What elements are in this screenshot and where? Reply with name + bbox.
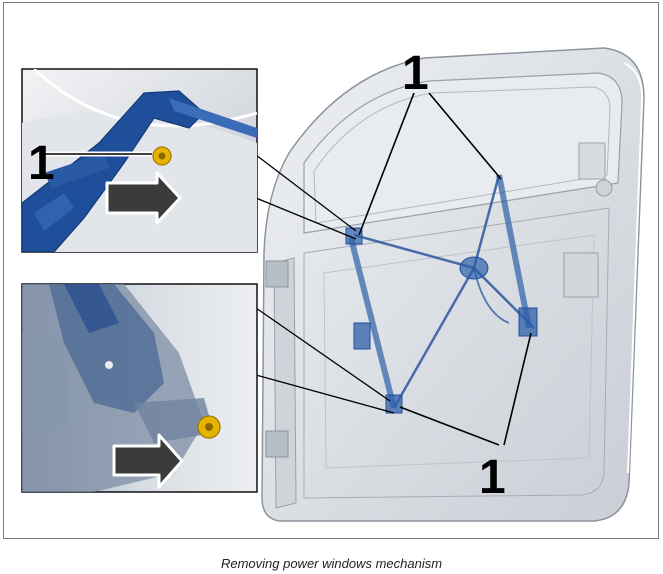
callout-label: 1 xyxy=(402,47,429,100)
removal-arrow-icon xyxy=(105,171,182,225)
figure-caption: Removing power windows mechanism xyxy=(220,556,443,571)
car-door xyxy=(261,47,645,522)
callout-label: 1 xyxy=(479,451,506,504)
inset-leader-lines xyxy=(255,154,395,414)
removal-arrow-icon xyxy=(112,433,184,489)
detail-inset-bottom xyxy=(21,283,258,493)
detail-inset-top xyxy=(21,68,258,253)
diagram-frame: 1 1 1 xyxy=(3,2,659,539)
callout-label: 1 xyxy=(28,137,55,190)
window-regulator xyxy=(345,174,538,414)
illustration: 1 1 1 xyxy=(21,47,645,522)
callout-leaders xyxy=(358,92,532,446)
